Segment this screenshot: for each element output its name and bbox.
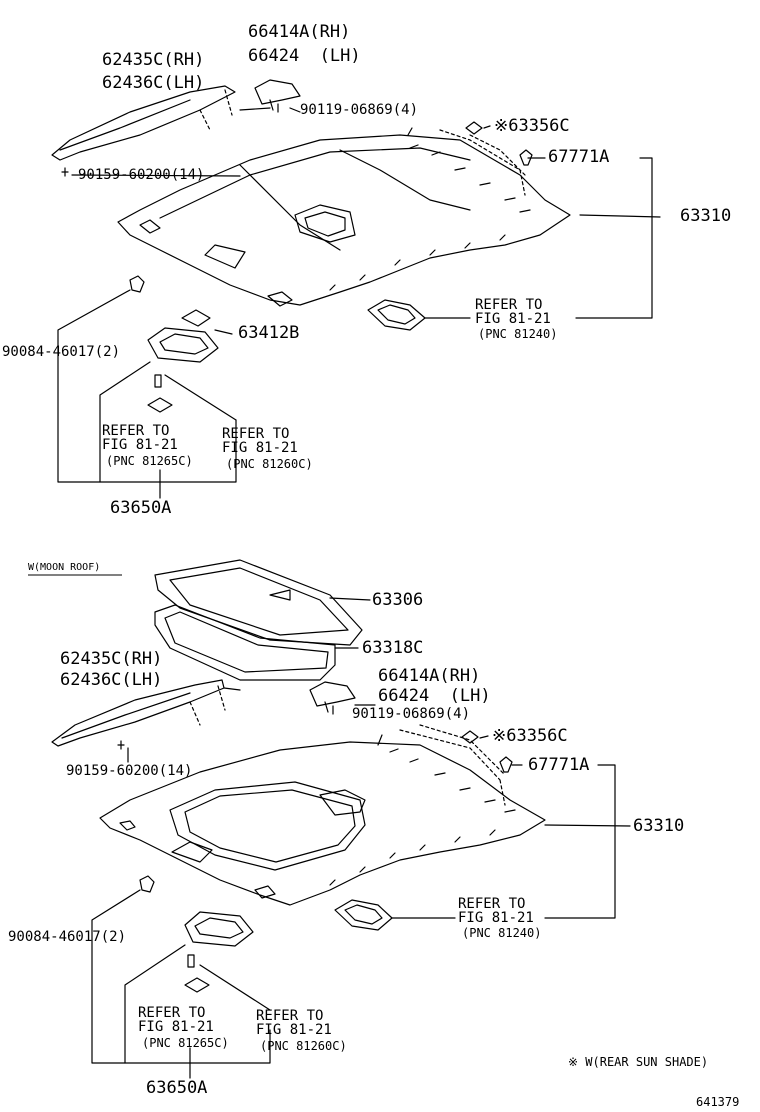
ref-81265c-b-line1: REFER TO [138, 1005, 206, 1021]
label-63318c: 63318C [362, 638, 424, 658]
label-62436c-b: 62436C(LH) [60, 670, 163, 690]
ref-81265c-line1: REFER TO [102, 423, 170, 439]
label-90119-b: 90119-06869(4) [352, 706, 471, 722]
label-63356c: ※63356C [494, 116, 570, 136]
label-63356c-b: ※63356C [492, 726, 568, 746]
ref-81260c-b-line2: FIG 81-21 [256, 1022, 332, 1038]
headliner-top [117, 134, 571, 306]
ref-81260c-b-line1: REFER TO [256, 1008, 324, 1024]
label-63650a: 63650A [110, 498, 172, 518]
label-66424: 66424 (LH) [248, 46, 361, 66]
label-63310: 63310 [680, 206, 732, 226]
ref-81240-b-line2: FIG 81-21 [458, 910, 534, 926]
footnote-rear-sun-shade: ※ W(REAR SUN SHADE) [568, 1055, 709, 1069]
label-66414a-b: 66414A(RH) [378, 666, 481, 686]
label-62435c: 62435C(RH) [102, 50, 205, 70]
ref-81240-line3: (PNC 81240) [478, 327, 558, 341]
ref-81260c-line1: REFER TO [222, 426, 290, 442]
ref-81240-line1: REFER TO [475, 297, 543, 313]
label-90084: 90084-46017(2) [2, 344, 121, 360]
label-63306: 63306 [372, 590, 424, 610]
label-90159: 90159-60200(14) [78, 167, 205, 183]
ref-81265c-b-line3: (PNC 81265C) [142, 1036, 229, 1050]
label-90084-b: 90084-46017(2) [8, 929, 127, 945]
label-66414a: 66414A(RH) [248, 22, 351, 42]
ref-81260c-line3: (PNC 81260C) [226, 457, 313, 471]
label-90119: 90119-06869(4) [300, 102, 419, 118]
label-66424-b: 66424 (LH) [378, 686, 491, 706]
label-67771a-b: 67771A [528, 755, 590, 775]
ref-81240-line2: FIG 81-21 [475, 311, 551, 327]
label-63412b: 63412B [238, 323, 300, 343]
label-62436c: 62436C(LH) [102, 73, 205, 93]
label-67771a: 67771A [548, 147, 610, 167]
label-63650a-b: 63650A [146, 1078, 208, 1098]
ref-81240-b-line1: REFER TO [458, 896, 526, 912]
ref-81260c-b-line3: (PNC 81260C) [260, 1039, 347, 1053]
label-63310-b: 63310 [633, 816, 685, 836]
headliner-bottom [99, 741, 546, 906]
ref-81265c-b-line2: FIG 81-21 [138, 1019, 214, 1035]
ref-81265c-line2: FIG 81-21 [102, 437, 178, 453]
label-62435c-b: 62435C(RH) [60, 649, 163, 669]
ref-81265c-line3: (PNC 81265C) [106, 454, 193, 468]
sunshade [154, 559, 363, 646]
figure-id: 641379 [696, 1095, 740, 1109]
ref-81260c-line2: FIG 81-21 [222, 440, 298, 456]
label-90159-b: 90159-60200(14) [66, 763, 193, 779]
section-moon-roof: W(MOON ROOF) [28, 562, 101, 573]
ref-81240-b-line3: (PNC 81240) [462, 926, 542, 940]
